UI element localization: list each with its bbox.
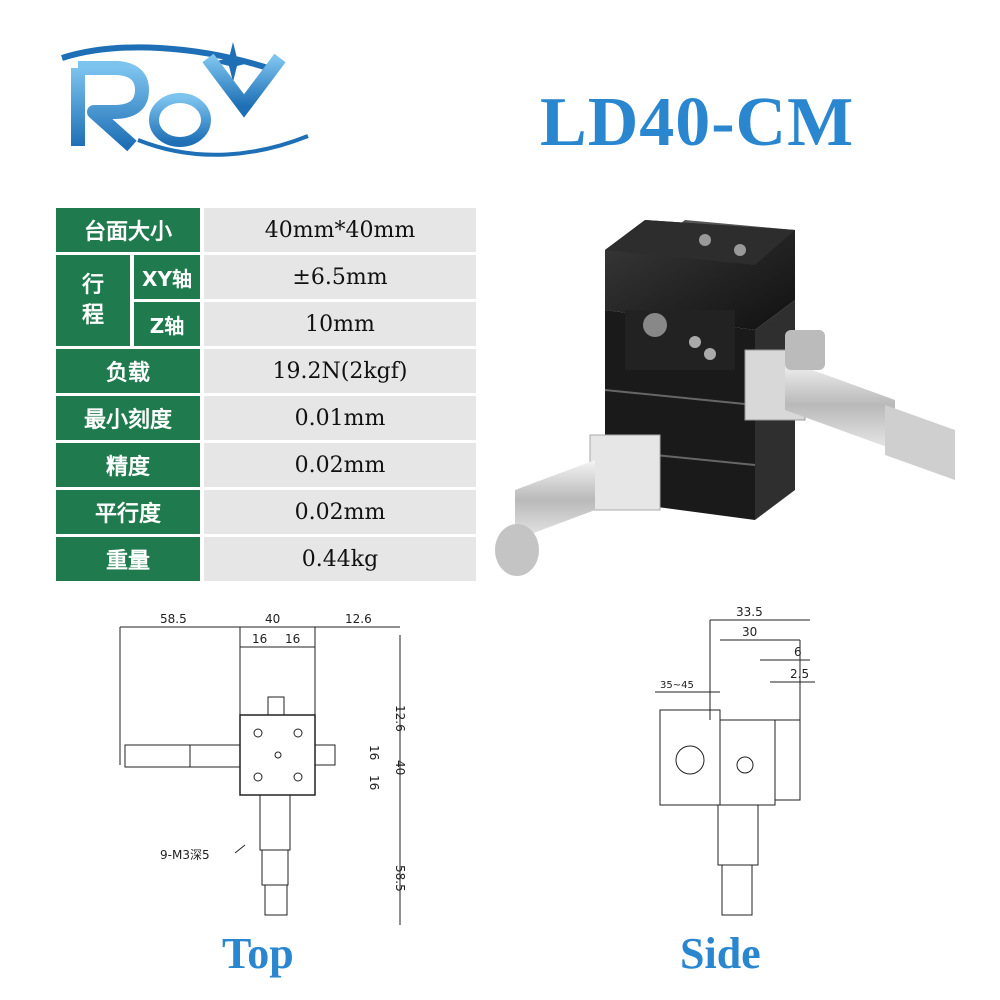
- spec-label-travel: 行程: [56, 255, 130, 346]
- spec-value: 19.2N(2kgf): [200, 349, 476, 393]
- model-title: LD40-CM: [540, 84, 855, 161]
- spec-value-z: 10mm: [200, 302, 476, 346]
- dim-text: 16: [367, 775, 381, 790]
- hole-note: 9-M3深5: [160, 848, 210, 862]
- table-row: 最小刻度 0.01mm: [56, 396, 476, 440]
- spec-label: 重量: [56, 537, 200, 581]
- stage-illustration-icon: [495, 220, 955, 576]
- dim-text: 40: [265, 612, 280, 626]
- top-drawing: 58.5 40 12.6 16 16 12.6 16 16 40 58.5 9-…: [100, 605, 430, 930]
- spec-value: 40mm*40mm: [200, 208, 476, 252]
- dim-text: 30: [742, 625, 757, 639]
- dim-text: 12.6: [393, 705, 407, 732]
- dim-text: 35~45: [660, 680, 694, 691]
- table-row: 平行度 0.02mm: [56, 490, 476, 534]
- product-photo: [495, 190, 985, 600]
- spec-label-z: Z轴: [130, 302, 200, 346]
- dim-text: 16: [367, 745, 381, 760]
- table-row: 行程 XY轴 ±6.5mm: [56, 255, 476, 346]
- table-row: 重量 0.44kg: [56, 537, 476, 581]
- top-caption: Top: [222, 929, 294, 978]
- dim-text: 40: [393, 760, 407, 775]
- dim-text: 12.6: [345, 612, 372, 626]
- side-caption: Side: [680, 929, 761, 978]
- spec-value-xy: ±6.5mm: [200, 255, 476, 299]
- dim-text: 58.5: [393, 865, 407, 892]
- table-row: 负载 19.2N(2kgf): [56, 349, 476, 393]
- top-view-drawing-icon: 58.5 40 12.6 16 16 12.6 16 16 40 58.5 9-…: [119, 612, 407, 925]
- brand-logo: [58, 28, 318, 158]
- spec-value: 0.02mm: [200, 490, 476, 534]
- spec-label: 负载: [56, 349, 200, 393]
- table-row: Z轴 10mm: [56, 302, 476, 346]
- dim-text: 6: [794, 645, 802, 659]
- dim-text: 58.5: [160, 612, 187, 626]
- spec-value: 0.01mm: [200, 396, 476, 440]
- side-drawing: 33.5 30 6 2.5 35~45: [650, 600, 830, 925]
- spec-label: 最小刻度: [56, 396, 200, 440]
- side-view-drawing-icon: 33.5 30 6 2.5 35~45: [655, 605, 815, 916]
- dim-text: 33.5: [736, 605, 763, 619]
- spec-label: 精度: [56, 443, 200, 487]
- ryi-logo-icon: [61, 42, 309, 157]
- dim-text: 16: [252, 632, 267, 646]
- table-row: 台面大小 40mm*40mm: [56, 208, 476, 252]
- spec-value: 0.02mm: [200, 443, 476, 487]
- spec-label-xy: XY轴: [130, 255, 200, 299]
- table-row: 精度 0.02mm: [56, 443, 476, 487]
- spec-label: 台面大小: [56, 208, 200, 252]
- spec-label: 平行度: [56, 490, 200, 534]
- spec-table: 台面大小 40mm*40mm 行程 XY轴 ±6.5mm Z轴 10mm 负载 …: [56, 205, 476, 584]
- dim-text: 16: [285, 632, 300, 646]
- spec-value: 0.44kg: [200, 537, 476, 581]
- travel-label-text: 行程: [82, 272, 105, 328]
